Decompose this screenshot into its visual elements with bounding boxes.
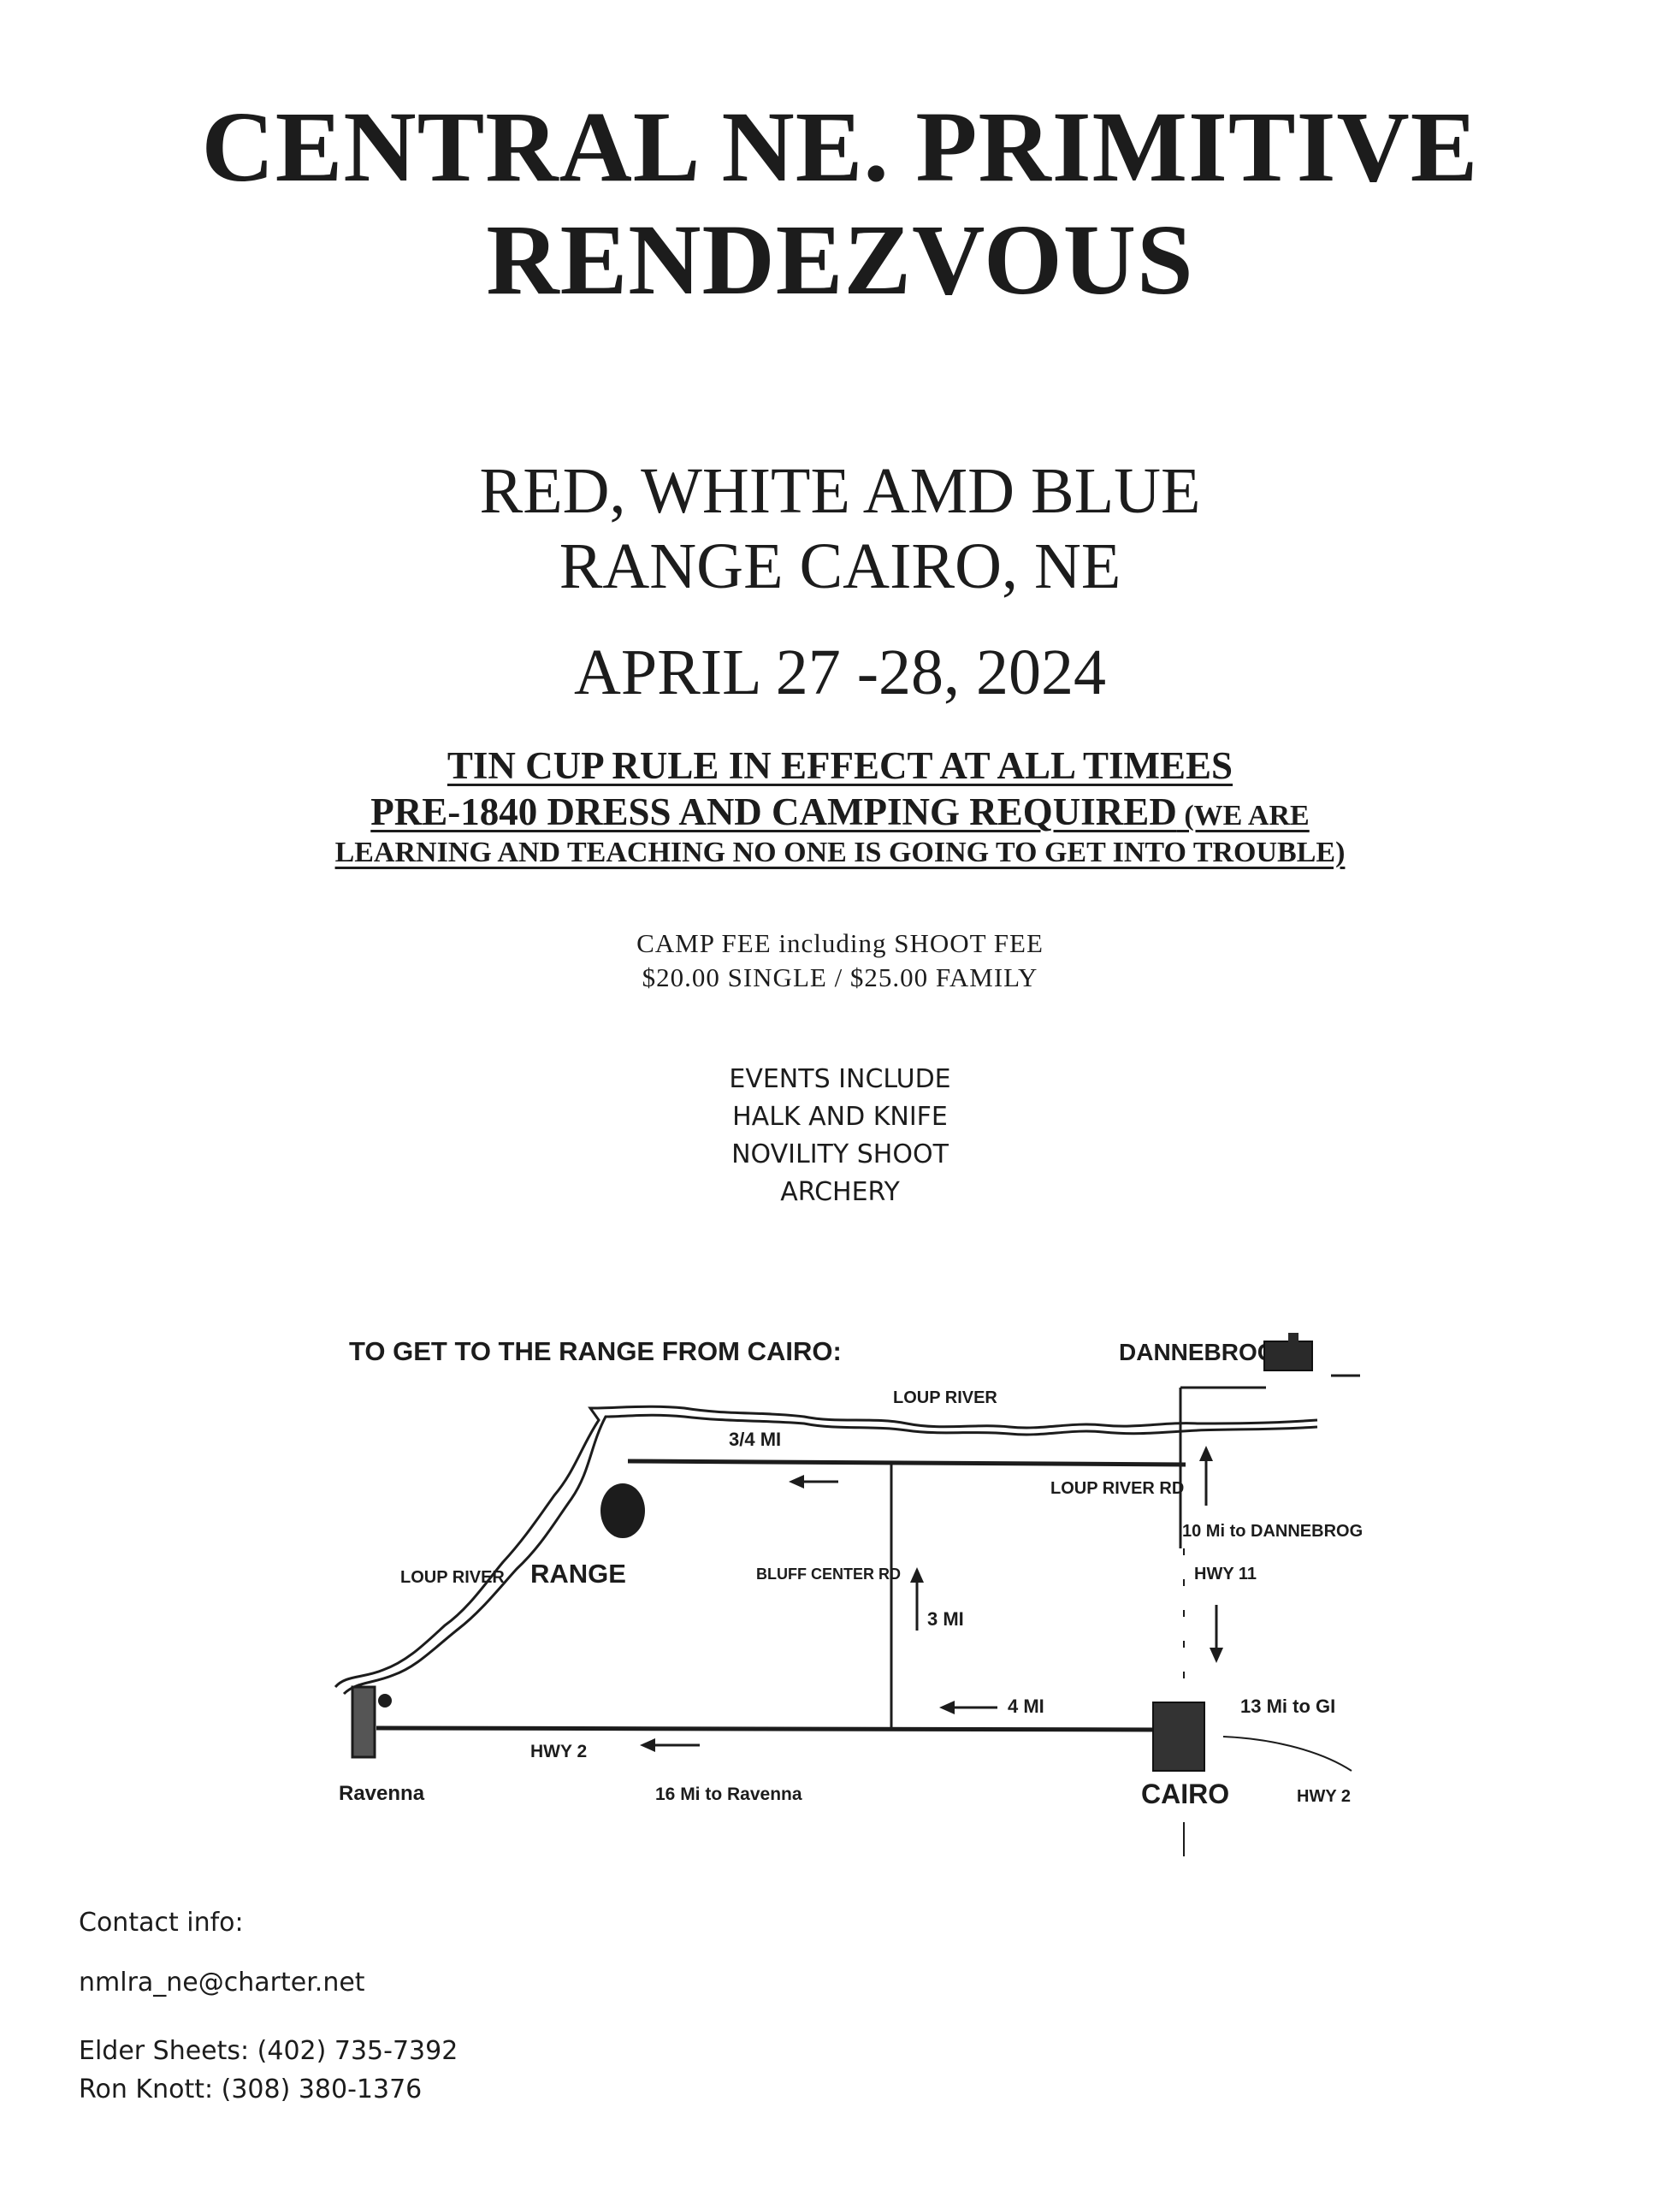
loup-river-road [627,1459,1186,1467]
map-label-cairo: CAIRO [1141,1779,1229,1809]
loup-river-bank-top [334,1405,1318,1689]
map-label-hwy-2-left: HWY 2 [530,1742,587,1761]
map-label-bluff-center-rd: BLUFF CENTER RD [756,1566,901,1583]
loup-river-bank-bottom [342,1413,1318,1696]
map-label-four-mi: 4 MI [1008,1696,1044,1717]
range-marker [600,1483,645,1538]
highway-2 [376,1725,1164,1732]
event-item: ARCHERY [780,1177,900,1207]
title-line-1: CENTRAL NE. PRIMITIVE [201,91,1479,203]
event-date: APRIL 27 -28, 2024 [573,636,1107,708]
dannebrog-town-roof [1288,1333,1298,1343]
highway-2-east [1222,1736,1352,1772]
rule-line-2: PRE-1840 DRESS AND CAMPING REQUIRED (WE … [0,789,1680,839]
ravenna-town-marker [351,1685,376,1759]
west-arrow-icon [789,1475,838,1489]
rule-line-2-main: PRE-1840 DRESS AND CAMPING REQUIRED [370,790,1177,833]
contact-email[interactable]: nmlra_ne@charter.net [79,1968,365,1998]
map-label-ten-mi-dannebrog: 10 Mi to DANNEBROG [1182,1522,1363,1541]
dannebrog-town-marker [1263,1341,1313,1371]
map-label-loup-river-top: LOUP RIVER [893,1388,997,1407]
map-label-range: RANGE [530,1559,626,1589]
venue-line-2: RANGE CAIRO, NE [559,530,1121,602]
rule-line-1: TIN CUP RULE IN EFFECT AT ALL TIMEES [447,744,1233,787]
venue-line-1: RED, WHITE AMD BLUE [479,455,1201,527]
rule-line-2-note: (WE ARE [1176,800,1310,832]
map-label-dannebrog: DANNEBROG [1119,1339,1276,1365]
west-arrow-icon [640,1738,700,1752]
west-arrow-icon [939,1701,997,1714]
map-label-ravenna: Ravenna [339,1782,425,1805]
fee-line-2: $20.00 SINGLE / $25.00 FAMILY [642,962,1038,992]
contact-person-1: Elder Sheets: (402) 735-7392 [79,2036,458,2066]
map-label-hwy-2-right: HWY 2 [1297,1787,1351,1806]
contact-person-2: Ron Knott: (308) 380-1376 [79,2075,423,2104]
fee-line-1: CAMP FEE including SHOOT FEE [636,928,1044,958]
south-arrow-icon [1210,1605,1223,1663]
events-heading: EVENTS INCLUDE [729,1064,951,1094]
map-label-thirteen-mi-gi: 13 Mi to GI [1240,1696,1335,1717]
map-label-three-mi: 3 MI [927,1608,964,1630]
map-label-loup-river-left: LOUP RIVER [400,1568,505,1587]
title-line-2: RENDEZVOUS [486,204,1194,316]
map-label-sixteen-mi-ravenna: 16 Mi to Ravenna [655,1785,802,1804]
event-item: NOVILITY SHOOT [731,1139,949,1169]
map-label-loup-river-rd: LOUP RIVER RD [1050,1479,1184,1498]
contact-heading: Contact info: [79,1908,244,1938]
map-label-three-quarter-mi: 3/4 MI [729,1429,781,1450]
rule-line-3: LEARNING AND TEACHING NO ONE IS GOING TO… [334,837,1346,868]
ravenna-dot [378,1694,392,1708]
event-item: HALK AND KNIFE [732,1102,948,1132]
map-heading: TO GET TO THE RANGE FROM CAIRO: [349,1336,842,1366]
north-arrow-icon [1199,1446,1213,1506]
map-label-hwy-11: HWY 11 [1194,1565,1257,1583]
cairo-town-marker [1152,1702,1205,1772]
north-arrow-icon [910,1567,924,1631]
